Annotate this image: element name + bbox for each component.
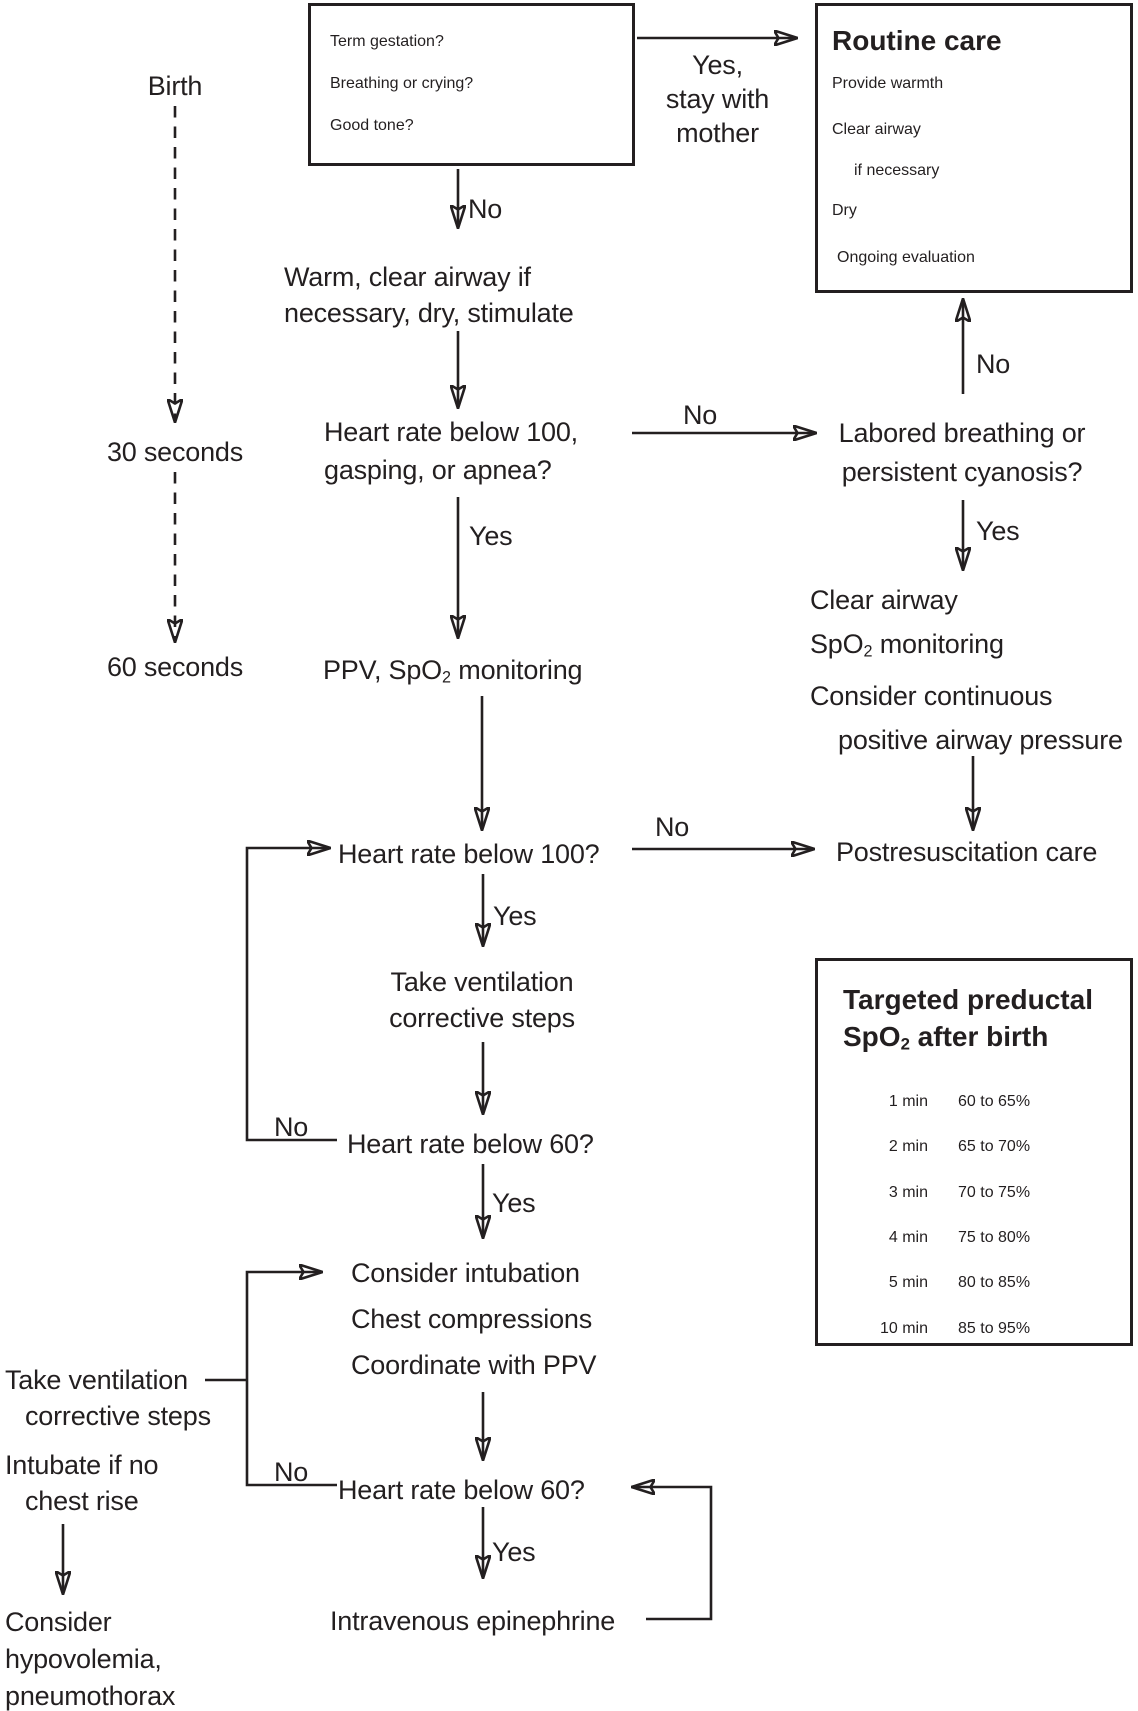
node-clear-airway-cpap: Clear airway SpO2 monitoring Consider co… (810, 578, 1123, 762)
timeline-30s-label: 30 seconds (106, 437, 244, 467)
edge-label-yes-hr100: Yes (493, 901, 537, 931)
side-note-ventilation: Take ventilation corrective steps (5, 1362, 211, 1434)
node-intubation-compressions: Consider intubation Chest compressions C… (351, 1250, 597, 1388)
edge-label-yes-hr60b: Yes (492, 1537, 536, 1567)
node-intravenous-epinephrine: Intravenous epinephrine (330, 1606, 616, 1636)
row-time: 2 min (888, 1138, 928, 1156)
hr60a-no-loop-arrow (245, 848, 337, 1142)
table-row: 2 min 65 to 70% (843, 1124, 1130, 1169)
side-note-line4: chest rise (25, 1486, 139, 1516)
row-range: 65 to 70% (958, 1138, 1031, 1156)
warm-line2: necessary, dry, stimulate (284, 298, 574, 328)
edge-label-no-to-labored: No (682, 400, 718, 430)
row-time: 1 min (888, 1092, 928, 1110)
cpap-line2-spo2-monitoring: SpO2 monitoring (810, 629, 1004, 661)
routine-care-box: Routine care Provide warmth Clear airway… (815, 3, 1133, 293)
edge-label-yes-gasping: Yes (469, 521, 513, 551)
routine-care-item-if-necessary: if necessary (854, 162, 940, 179)
initial-question-1: Term gestation? (330, 33, 444, 50)
spo2-target-table: Targeted preductal SpO2 after birth 1 mi… (815, 958, 1133, 1346)
timeline-60s-label: 60 seconds (106, 652, 244, 682)
routine-care-item-warmth: Provide warmth (832, 75, 944, 92)
hypo-line3: pneumothorax (5, 1681, 176, 1711)
edge-label-no-hr60b: No (274, 1457, 309, 1487)
row-range: 60 to 65% (958, 1092, 1031, 1110)
timeline-birth-label: Birth (147, 71, 203, 101)
node-hr60-question-1: Heart rate below 60? (347, 1129, 594, 1159)
edge-label-no-initial: No (468, 194, 503, 224)
yes-stay-line2: stay with (665, 84, 770, 114)
row-time: 3 min (888, 1183, 928, 1201)
node-hr100-gasping-question: Heart rate below 100, gasping, or apnea? (324, 413, 578, 489)
edge-label-yes-labored: Yes (976, 516, 1020, 546)
routine-care-item-ongoing-evaluation: Ongoing evaluation (837, 249, 975, 266)
hr100-gasping-line2: gasping, or apnea? (324, 455, 552, 485)
node-ppv-spo2-monitoring: PPV, SpO2 monitoring (323, 655, 583, 687)
spo2-subscript: 2 (863, 642, 873, 661)
row-range: 80 to 85% (958, 1274, 1031, 1292)
yes-stay-line3: mother (676, 118, 759, 148)
intub-line3: Coordinate with PPV (351, 1350, 597, 1380)
edge-label-no-to-routine: No (976, 349, 1011, 379)
node-hr100-question: Heart rate below 100? (338, 839, 600, 869)
row-time: 10 min (879, 1319, 928, 1337)
routine-care-item-clear-airway: Clear airway (832, 121, 921, 138)
table-row: 10 min 85 to 95% (843, 1306, 1130, 1351)
hypo-line2: hypovolemia, (5, 1644, 162, 1674)
side-note-line3: Intubate if no (5, 1450, 159, 1480)
row-time: 4 min (888, 1228, 928, 1246)
hr100-gasping-line1: Heart rate below 100, (324, 417, 578, 447)
initial-question-2: Breathing or crying? (330, 75, 474, 92)
hypo-line1: Consider (5, 1607, 112, 1637)
node-hr60-question-2: Heart rate below 60? (338, 1475, 585, 1505)
cpap-line1: Clear airway (810, 585, 958, 615)
epinephrine-loop-arrow (634, 1487, 713, 1621)
intub-line1: Consider intubation (351, 1258, 580, 1288)
routine-care-title: Routine care (832, 25, 1002, 56)
intub-no-loop-arrow (245, 1272, 337, 1487)
vent-line1: Take ventilation (390, 967, 574, 997)
warm-line1: Warm, clear airway if (284, 262, 531, 292)
edge-label-no-hr60a: No (274, 1112, 309, 1142)
side-note-line1: Take ventilation (5, 1365, 188, 1395)
edge-label-yes-hr60a: Yes (492, 1188, 536, 1218)
side-note-intubate: Intubate if no chest rise (5, 1447, 159, 1519)
initial-question-3: Good tone? (330, 117, 414, 134)
spo2-table-rows: 1 min 60 to 65% 2 min 65 to 70% 3 min 70 to… (843, 1079, 1130, 1351)
edge-label-yes-stay-with-mother: Yes, stay with mother (645, 48, 790, 150)
yes-stay-line1: Yes, (692, 50, 743, 80)
node-postresuscitation-care: Postresuscitation care (836, 837, 1098, 867)
table-row: 3 min 70 to 75% (843, 1170, 1130, 1215)
node-ventilation-corrective-steps: Take ventilation corrective steps (371, 964, 593, 1036)
side-note-line2: corrective steps (25, 1401, 211, 1431)
row-range: 75 to 80% (958, 1228, 1031, 1246)
node-consider-hypovolemia: Consider hypovolemia, pneumothorax (5, 1604, 175, 1711)
cpap-line3: Consider continuous (810, 680, 1053, 711)
intub-line2: Chest compressions (351, 1304, 592, 1334)
table-row: 4 min 75 to 80% (843, 1215, 1130, 1260)
spo2-table-title-line1: Targeted preductal (843, 984, 1093, 1015)
edge-label-no-hr100: No (655, 812, 690, 842)
labored-line1: Labored breathing or (838, 418, 1086, 448)
table-row: 1 min 60 to 65% (843, 1079, 1130, 1124)
row-range: 85 to 95% (958, 1319, 1031, 1337)
row-time: 5 min (888, 1274, 928, 1292)
spo2-subscript: 2 (441, 668, 451, 687)
spo2-table-title-line2: SpO2 after birth (843, 1021, 1049, 1054)
routine-care-item-dry: Dry (832, 202, 857, 219)
labored-line2: persistent cyanosis? (841, 457, 1083, 487)
node-warm-dry-stimulate: Warm, clear airway if necessary, dry, st… (284, 259, 574, 331)
spo2-subscript: 2 (900, 1034, 910, 1054)
vent-line2: corrective steps (389, 1003, 575, 1033)
row-range: 70 to 75% (958, 1183, 1031, 1201)
initial-assessment-box: Term gestation? Breathing or crying? Goo… (308, 3, 635, 166)
node-labored-breathing-question: Labored breathing or persistent cyanosis… (817, 414, 1107, 492)
cpap-line4: positive airway pressure (838, 724, 1123, 755)
table-row: 5 min 80 to 85% (843, 1260, 1130, 1305)
